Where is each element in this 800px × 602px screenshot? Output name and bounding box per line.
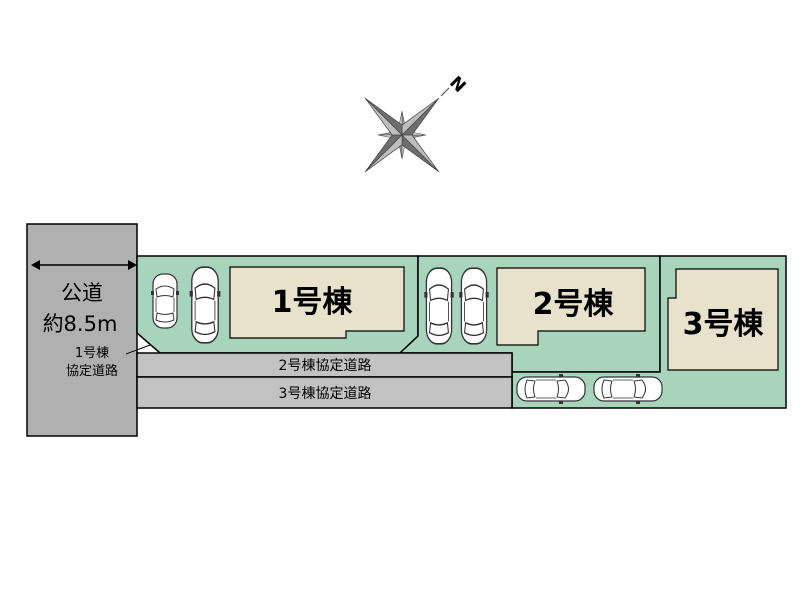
- car-lot2-a: [423, 267, 455, 345]
- agreement-road-1-leader: [125, 344, 151, 355]
- north-label: N: [445, 73, 469, 97]
- compass: N: [364, 73, 469, 173]
- car-lot3-a: [516, 373, 586, 405]
- car-lot3-b: [593, 373, 663, 405]
- building-3-label: 3号棟: [683, 307, 765, 342]
- agreement-road-1-line1: 1号棟: [75, 346, 109, 361]
- agreement-road-3-label: 3号棟協定道路: [279, 386, 372, 402]
- public-road-width: 約8.5m: [43, 312, 118, 336]
- building-1-label: 1号棟: [272, 285, 354, 320]
- public-road: [26, 223, 138, 437]
- car-lot1-a: [150, 273, 180, 329]
- agreement-road-1-line2: 協定道路: [66, 363, 118, 379]
- car-lot1-b: [188, 266, 222, 344]
- building-2-label: 2号棟: [533, 287, 615, 322]
- compass-rose-icon: [364, 97, 440, 173]
- building-1: [229, 266, 405, 339]
- car-lot2-b: [458, 267, 490, 345]
- public-road-name: 公道: [61, 281, 103, 305]
- agreement-road-3: [136, 376, 513, 409]
- north-tick: [440, 87, 450, 97]
- road-width-dimension: [31, 260, 137, 270]
- building-2: [496, 267, 646, 346]
- building-3: [667, 268, 779, 371]
- agreement-road-2-label: 2号棟協定道路: [279, 358, 372, 374]
